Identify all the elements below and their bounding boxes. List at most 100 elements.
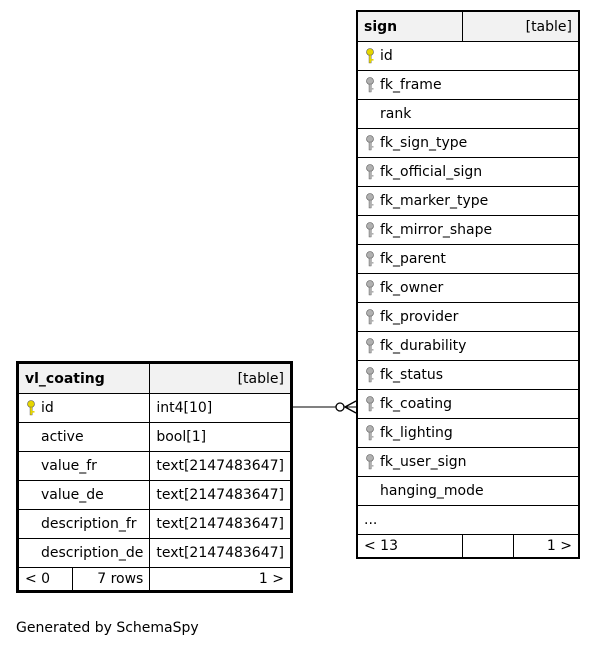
table-name[interactable]: vl_coating — [16, 362, 151, 394]
column-cell[interactable]: hanging_mode — [356, 476, 580, 506]
table-type: [table] — [462, 10, 580, 42]
foreign-key-icon — [364, 163, 378, 181]
column-name: fk_lighting — [380, 425, 453, 441]
column-cell[interactable]: fk_marker_type — [356, 186, 580, 216]
footer-left[interactable]: < 13 — [356, 534, 463, 559]
column-row: fk_parent — [356, 244, 580, 274]
column-name: rank — [380, 106, 412, 122]
column-row: fk_sign_type — [356, 128, 580, 158]
column-name: fk_marker_type — [380, 193, 489, 209]
column-row: fk_durability — [356, 331, 580, 361]
column-name: fk_mirror_shape — [380, 222, 493, 238]
column-name: value_de — [41, 487, 104, 503]
column-cell[interactable]: fk_parent — [356, 244, 580, 274]
column-datatype: text[2147483647] — [149, 451, 292, 481]
column-name: id — [380, 48, 393, 64]
column-cell[interactable]: id — [356, 41, 580, 71]
column-cell[interactable]: description_fr — [16, 509, 151, 539]
column-name: active — [41, 429, 84, 445]
column-row: fk_mirror_shape — [356, 215, 580, 245]
column-row: fk_provider — [356, 302, 580, 332]
footer-right[interactable]: 1 > — [513, 534, 580, 559]
column-row: fk_official_sign — [356, 157, 580, 187]
table-type: [table] — [149, 362, 292, 394]
column-row: id int4[10] — [16, 393, 292, 423]
column-cell[interactable]: fk_status — [356, 360, 580, 390]
column-cell[interactable]: fk_frame — [356, 70, 580, 100]
column-cell[interactable]: description_de — [16, 538, 151, 568]
foreign-key-icon — [364, 308, 378, 326]
column-name: id — [41, 400, 54, 416]
foreign-key-icon — [364, 395, 378, 413]
column-cell[interactable]: value_fr — [16, 451, 151, 481]
foreign-key-icon — [364, 337, 378, 355]
column-name: description_fr — [41, 516, 137, 532]
column-row: fk_frame — [356, 70, 580, 100]
column-name: fk_user_sign — [380, 454, 467, 470]
column-cell[interactable]: active — [16, 422, 151, 452]
column-cell[interactable]: fk_user_sign — [356, 447, 580, 477]
column-row: fk_coating — [356, 389, 580, 419]
column-name: fk_coating — [380, 396, 453, 412]
column-name: fk_durability — [380, 338, 467, 354]
foreign-key-icon — [364, 192, 378, 210]
column-datatype: text[2147483647] — [149, 480, 292, 510]
column-row: fk_user_sign — [356, 447, 580, 477]
column-row: active bool[1] — [16, 422, 292, 452]
column-cell[interactable]: rank — [356, 99, 580, 129]
table-name[interactable]: sign — [356, 10, 463, 42]
foreign-key-icon — [364, 221, 378, 239]
primary-key-icon — [364, 47, 378, 65]
column-cell[interactable]: fk_sign_type — [356, 128, 580, 158]
generated-by-text: Generated by SchemaSpy — [16, 620, 199, 636]
column-name: fk_provider — [380, 309, 459, 325]
column-row: id — [356, 41, 580, 71]
column-cell[interactable]: id — [16, 393, 151, 423]
column-datatype: int4[10] — [149, 393, 292, 423]
column-cell[interactable]: fk_durability — [356, 331, 580, 361]
foreign-key-icon — [364, 366, 378, 384]
column-cell[interactable]: value_de — [16, 480, 151, 510]
foreign-key-icon — [364, 424, 378, 442]
table-vl-coating: vl_coating [table] id int4[10] active bool[… — [16, 361, 293, 593]
column-row: rank — [356, 99, 580, 129]
column-name: fk_status — [380, 367, 444, 383]
column-cell[interactable]: fk_coating — [356, 389, 580, 419]
more-columns: ... — [356, 505, 580, 535]
column-datatype: bool[1] — [149, 422, 292, 452]
column-cell[interactable]: fk_provider — [356, 302, 580, 332]
foreign-key-icon — [364, 76, 378, 94]
foreign-key-icon — [364, 453, 378, 471]
column-row: fk_lighting — [356, 418, 580, 448]
primary-key-icon — [25, 399, 39, 417]
column-row: value_fr text[2147483647] — [16, 451, 292, 481]
column-name: fk_frame — [380, 77, 442, 93]
column-row: description_de text[2147483647] — [16, 538, 292, 568]
column-cell[interactable]: fk_lighting — [356, 418, 580, 448]
foreign-key-icon — [364, 134, 378, 152]
column-row: fk_marker_type — [356, 186, 580, 216]
column-cell[interactable]: fk_owner — [356, 273, 580, 303]
column-name: fk_parent — [380, 251, 446, 267]
column-name: description_de — [41, 545, 144, 561]
column-datatype: text[2147483647] — [149, 509, 292, 539]
column-row: value_de text[2147483647] — [16, 480, 292, 510]
column-name: value_fr — [41, 458, 97, 474]
row-count: 7 rows — [72, 567, 151, 592]
footer-middle — [462, 534, 514, 559]
column-cell[interactable]: fk_official_sign — [356, 157, 580, 187]
column-name: fk_sign_type — [380, 135, 468, 151]
column-row: description_fr text[2147483647] — [16, 509, 292, 539]
footer-left[interactable]: < 0 — [16, 567, 74, 592]
column-row: fk_status — [356, 360, 580, 390]
column-datatype: text[2147483647] — [149, 538, 292, 568]
column-name: hanging_mode — [380, 483, 484, 499]
footer-right[interactable]: 1 > — [149, 567, 292, 592]
column-name: fk_owner — [380, 280, 444, 296]
column-row: hanging_mode — [356, 476, 580, 506]
column-row: fk_owner — [356, 273, 580, 303]
foreign-key-icon — [364, 250, 378, 268]
column-cell[interactable]: fk_mirror_shape — [356, 215, 580, 245]
